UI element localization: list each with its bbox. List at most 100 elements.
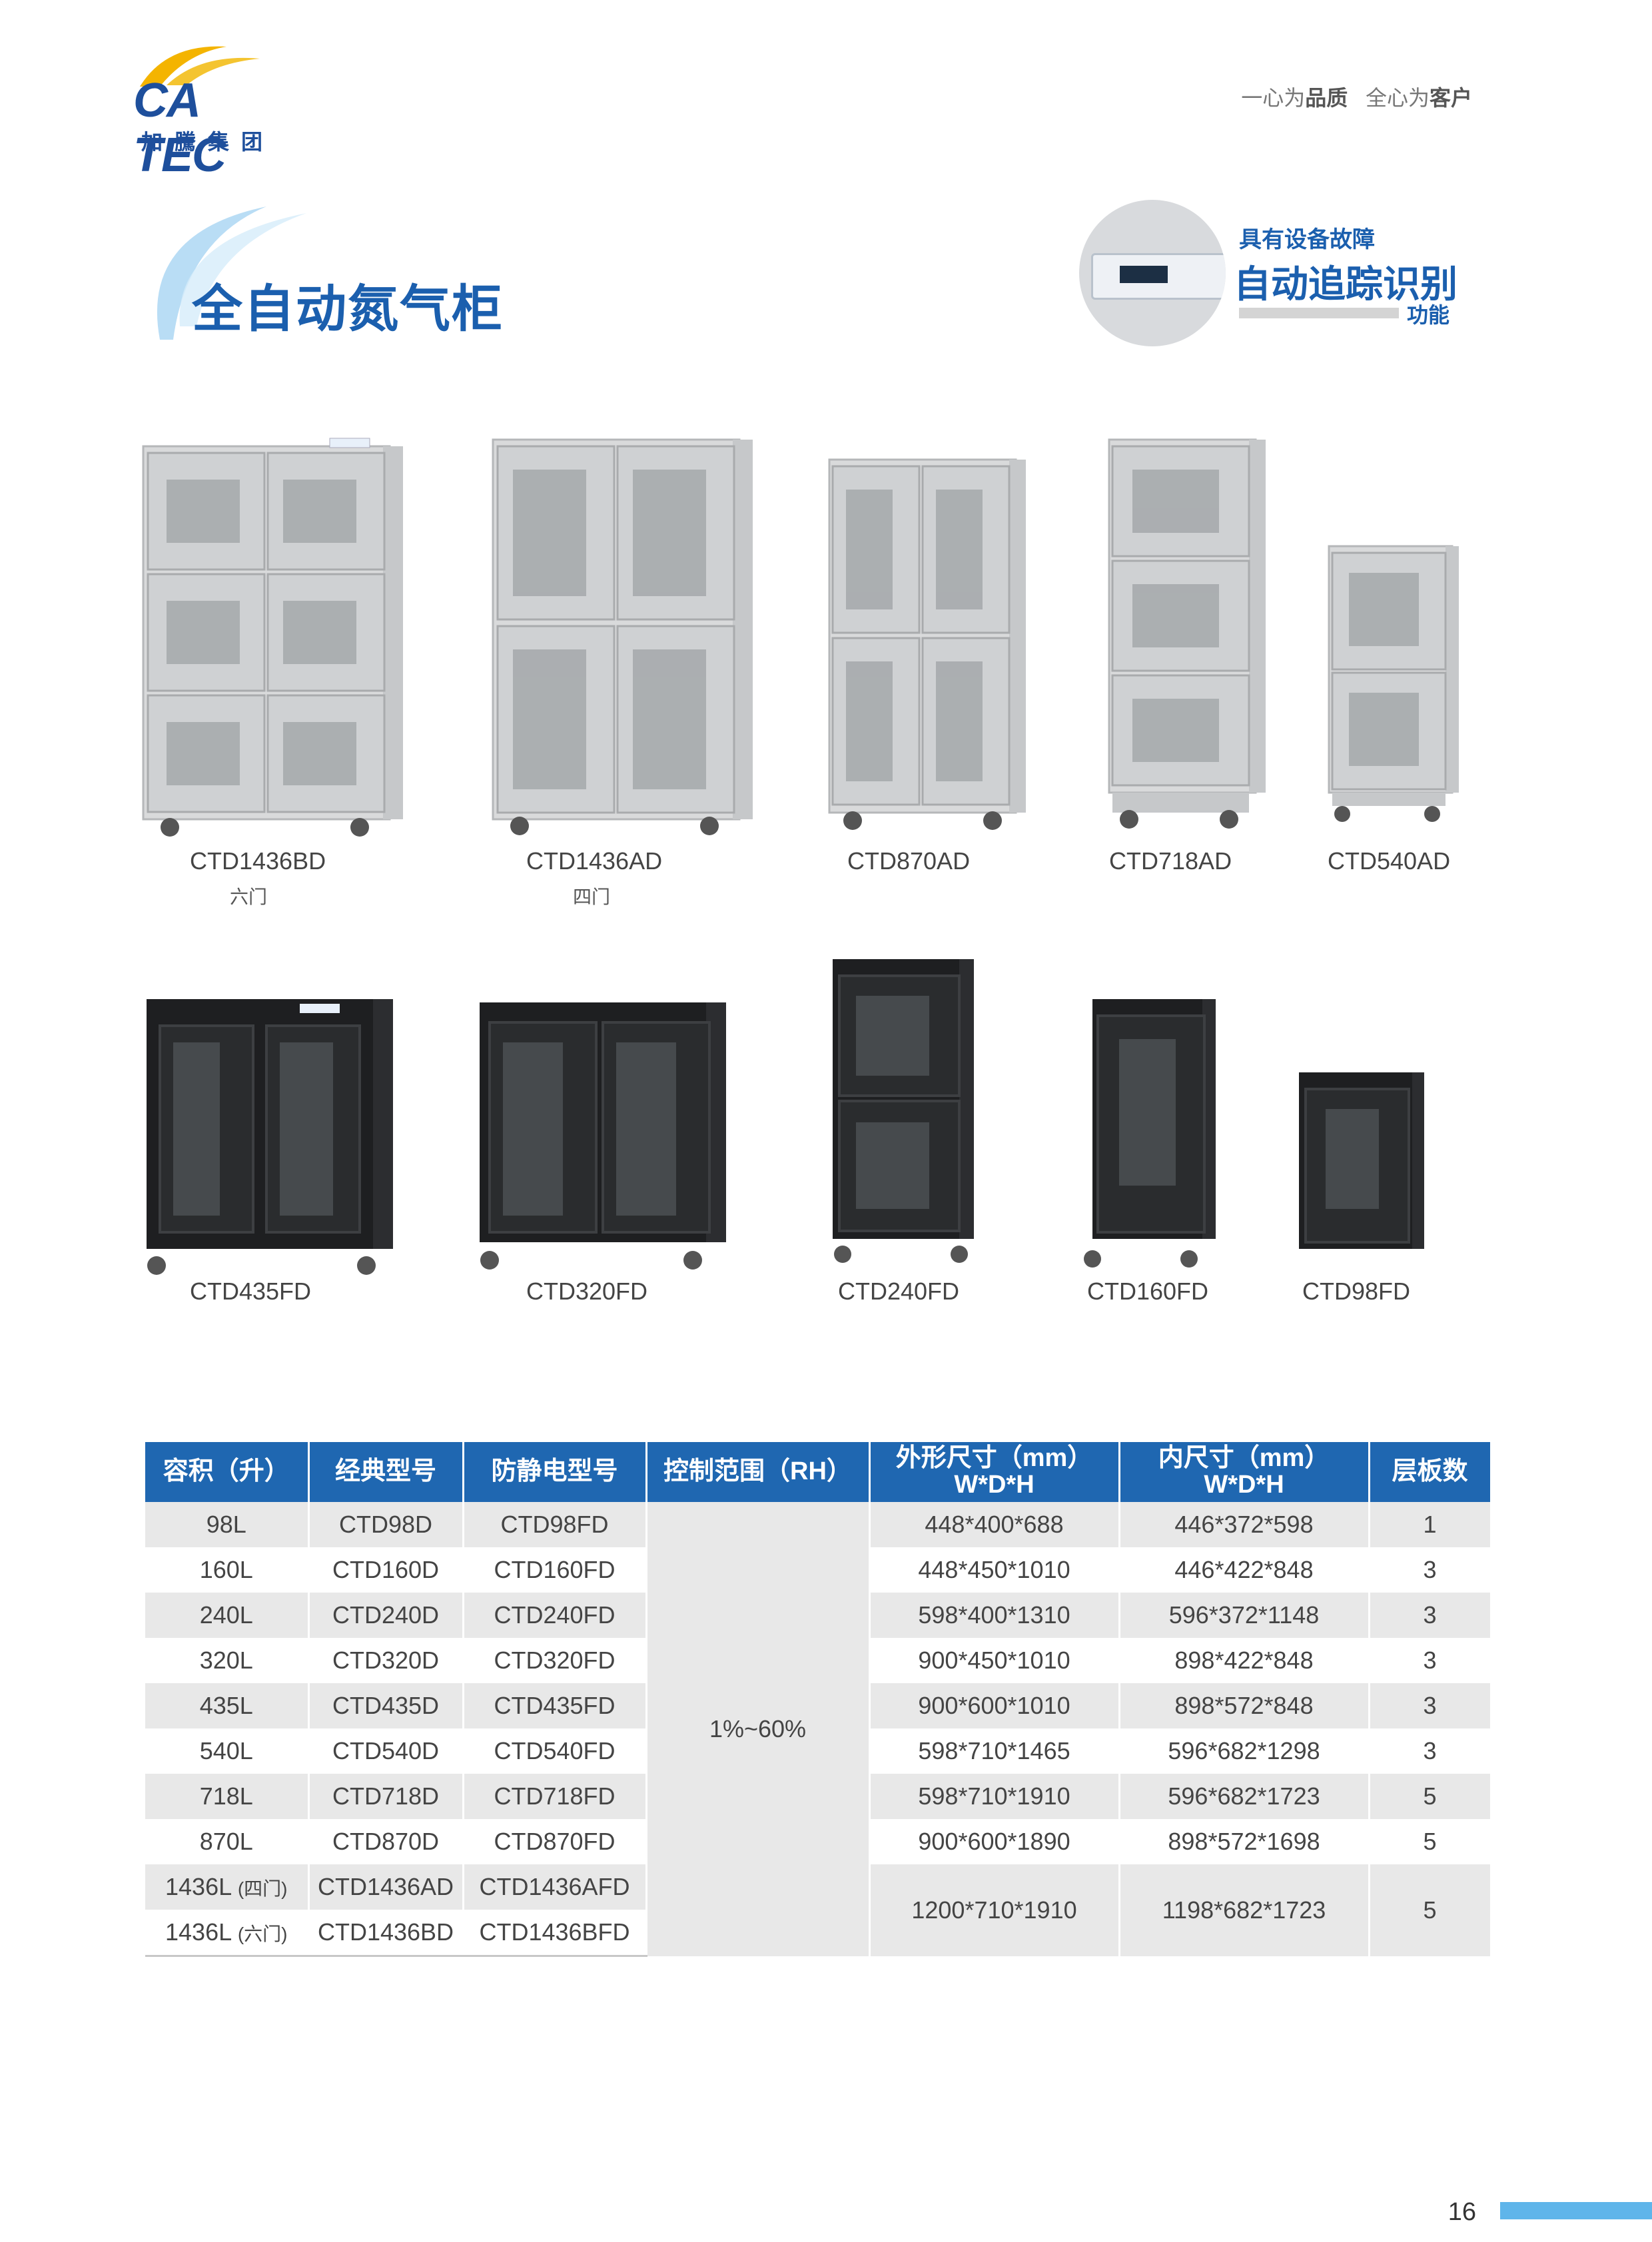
cell-control-range: 1%~60% [646,1502,871,1956]
cell-antistatic-model: CTD160FD [463,1547,647,1593]
cell-capacity: 160L [145,1547,310,1593]
badge-line-2: 自动追踪识别 [1234,263,1457,305]
cell-classic-model: CTD160D [308,1547,464,1593]
product-ctd98fd [1299,1069,1432,1256]
header-shelves: 层板数 [1369,1442,1492,1502]
cabinet-image [1084,999,1216,1268]
cabinet-image [1299,1072,1424,1249]
cell-outer-size: 900*600*1890 [869,1819,1120,1864]
header-classic-model: 经典型号 [308,1442,464,1502]
cell-inner-size: 898*572*1698 [1119,1819,1370,1864]
cell-antistatic-model: CTD435FD [463,1683,647,1728]
cell-classic-model: CTD870D [308,1819,464,1864]
feature-badge: 具有设备故障 自动追踪识别 功能 [1079,200,1465,353]
cell-antistatic-model: CTD1436BFD [463,1910,647,1957]
product-ctd435fd [140,996,400,1282]
cell-antistatic-model: CTD240FD [463,1593,647,1638]
cell-classic-model: CTD435D [308,1683,464,1728]
table-header-row: 容积（升） 经典型号 防静电型号 控制范围（RH） 外形尺寸（mm）W*D*H … [145,1442,1492,1502]
product-label: CTD540AD [1328,847,1451,875]
product-label: CTD1436AD [526,847,663,875]
product-ctd870ad [826,453,1039,839]
cell-capacity: 718L [145,1774,310,1819]
cabinet-image [833,959,974,1263]
cell-shelves: 3 [1369,1728,1492,1774]
product-ctd240fd [826,956,993,1279]
header-outer-line-2: W*D*H [954,1471,1034,1499]
capacity-value: 160L [199,1556,253,1583]
cell-inner-size: 446*422*848 [1119,1547,1370,1593]
cell-inner-size: 446*372*598 [1119,1502,1370,1547]
product-ctd540ad [1326,540,1472,839]
slogan-light-1: 一心为 [1241,86,1306,110]
cabinet-image [828,458,1026,830]
cabinet-image [1328,545,1459,822]
cell-classic-model: CTD540D [308,1728,464,1774]
header-inner-line-2: W*D*H [1204,1471,1284,1499]
badge-line-1: 具有设备故障 [1239,227,1375,252]
page-title: 全自动氮气柜 [192,281,504,338]
product-label: CTD98FD [1302,1278,1411,1305]
cell-outer-size: 448*450*1010 [869,1547,1120,1593]
footer-accent-bar [1500,2202,1652,2219]
cell-capacity: 320L [145,1638,310,1683]
cell-classic-model: CTD240D [308,1593,464,1638]
cell-classic-model: CTD1436BD [308,1910,464,1957]
cell-classic-model: CTD1436AD [308,1864,464,1910]
page-number: 16 [1447,2198,1476,2226]
cabinet-image [142,438,403,837]
cell-inner-size: 596*682*1298 [1119,1728,1370,1774]
header-antistatic-model: 防静电型号 [463,1442,647,1502]
cell-classic-model: CTD718D [308,1774,464,1819]
capacity-value: 320L [199,1647,253,1674]
cell-inner-size: 898*422*848 [1119,1638,1370,1683]
slogan-bold-1: 品质 [1305,86,1348,110]
cell-classic-model: CTD320D [308,1638,464,1683]
title-arc-icon [157,206,306,340]
cell-capacity: 540L [145,1728,310,1774]
capacity-value: 870L [199,1828,253,1855]
cell-capacity: 1436L (六门) [145,1910,310,1957]
cell-shelves: 3 [1369,1547,1492,1593]
header-capacity: 容积（升） [145,1442,310,1502]
product-note: 四门 [573,887,611,907]
capacity-value: 240L [199,1601,253,1629]
product-label: CTD320FD [526,1278,648,1305]
logo-text: CA TEC [133,74,226,182]
cabinet-image [1108,438,1266,829]
cell-outer-size: 1200*710*1910 [869,1864,1120,1956]
product-label: CTD870AD [847,847,971,875]
cell-shelves: 3 [1369,1683,1492,1728]
cell-outer-size: 598*710*1465 [869,1728,1120,1774]
capacity-value: 98L [206,1511,246,1538]
product-ctd1436ad [490,433,763,839]
logo-swoosh-icon [140,46,260,87]
cell-outer-size: 900*600*1010 [869,1683,1120,1728]
cell-capacity: 870L [145,1819,310,1864]
capacity-value: 540L [199,1737,253,1764]
header-inner-line-1: 内尺寸（mm） [1158,1444,1330,1473]
header-inner-size: 内尺寸（mm）W*D*H [1119,1442,1370,1502]
control-panel-image [1079,200,1226,346]
cell-outer-size: 448*400*688 [869,1502,1120,1547]
cell-outer-size: 598*400*1310 [869,1593,1120,1638]
cell-antistatic-model: CTD98FD [463,1502,647,1547]
product-label: CTD718AD [1109,847,1232,875]
product-label: CTD1436BD [190,847,326,875]
cell-capacity: 240L [145,1593,310,1638]
product-ctd718ad [1106,433,1279,839]
badge-line-3: 功能 [1407,303,1450,327]
cell-antistatic-model: CTD1436AFD [463,1864,647,1910]
header-control-range: 控制范围（RH） [646,1442,871,1502]
door-note: (六门) [237,1924,288,1944]
cell-shelves: 3 [1369,1593,1492,1638]
control-panel [1091,253,1226,300]
cell-capacity: 435L [145,1683,310,1728]
spec-table: 容积（升） 经典型号 防静电型号 控制范围（RH） 外形尺寸（mm）W*D*H … [145,1442,1492,1957]
cell-outer-size: 900*450*1010 [869,1638,1120,1683]
capacity-value: 718L [199,1782,253,1810]
